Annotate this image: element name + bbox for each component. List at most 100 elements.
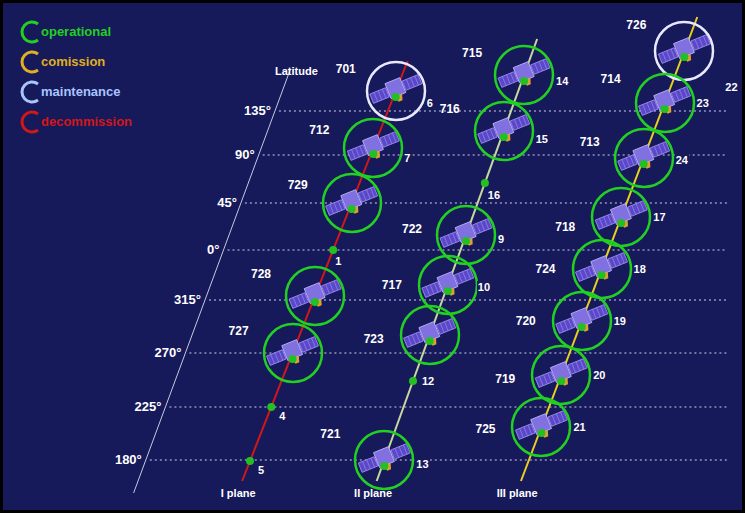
status-ring	[323, 174, 381, 232]
satellite-id: 724	[536, 262, 556, 276]
slot-dot	[311, 298, 319, 306]
satellite-icon	[594, 197, 650, 237]
legend-swatch-box	[17, 19, 43, 45]
slot-dot	[329, 246, 337, 254]
status-ring	[553, 292, 611, 350]
satellite-icon	[574, 249, 630, 289]
slot-number: 20	[592, 369, 606, 381]
status-ring	[615, 129, 673, 187]
legend-swatch	[22, 52, 38, 72]
status-ring	[495, 46, 553, 104]
satellite-icon	[368, 71, 424, 111]
satellite-circle: 723	[399, 304, 461, 366]
satellite-icon	[616, 138, 672, 178]
legend-swatch-box	[17, 109, 43, 135]
satellite-circle: 728	[284, 265, 346, 327]
satellite-icon	[265, 333, 321, 373]
plane-label: II plane	[354, 487, 392, 499]
slot-dot	[500, 133, 508, 141]
slot-dot	[617, 219, 625, 227]
circle-outline	[262, 322, 324, 384]
satellite-icon	[402, 315, 458, 355]
status-ring	[367, 62, 425, 120]
circle-outline	[613, 127, 675, 189]
circle-outline	[353, 429, 415, 491]
status-ring	[512, 398, 570, 456]
satellite-circle: 72019	[551, 290, 613, 352]
satellite-id: 701	[336, 62, 356, 76]
satellite-id: 727	[229, 324, 249, 338]
circle-outline	[342, 117, 404, 179]
circle-outline	[590, 186, 652, 248]
slot-dot	[267, 403, 275, 411]
satellite-icon	[357, 440, 413, 480]
satellite-id: 719	[495, 372, 515, 386]
satellite-id: 718	[555, 220, 575, 234]
satellite-icon	[514, 407, 570, 447]
satellite-circle: 71514	[493, 44, 555, 106]
legend-swatch	[22, 112, 38, 132]
circle-outline	[571, 238, 633, 300]
satellite-id: 713	[580, 135, 600, 149]
satellite-id: 721	[320, 427, 340, 441]
slot-number: 18	[633, 263, 647, 275]
orbit-plane-line	[521, 17, 697, 481]
slot-dot	[578, 323, 586, 331]
status-ring	[573, 240, 631, 298]
slot-number: 17	[652, 211, 666, 223]
status-ring	[344, 119, 402, 177]
slot-number: 9	[497, 233, 505, 245]
latitude-line	[189, 352, 727, 353]
slot-number: 4	[278, 410, 286, 422]
satellite-id: 717	[382, 278, 402, 292]
satellite-circle: 729	[321, 172, 383, 234]
slot-dot	[348, 205, 356, 213]
latitude-label: 315°	[174, 292, 201, 307]
circle-outline	[493, 44, 555, 106]
slot-dot	[369, 150, 377, 158]
satellite-id: 725	[475, 422, 495, 436]
slot-number: 16	[487, 189, 501, 201]
axis-title: Latitude	[275, 65, 318, 77]
satellite-id: 728	[251, 267, 271, 281]
slot-number: 10	[477, 281, 491, 293]
slot-dot	[392, 93, 400, 101]
latitude-label: 45°	[217, 195, 237, 210]
satellite-icon	[420, 265, 476, 305]
satellite-id: 729	[288, 178, 308, 192]
satellite-icon	[534, 355, 590, 395]
satellite-circle: 71615	[473, 100, 535, 162]
legend-text: decommission	[41, 114, 132, 129]
legend-text: operational	[41, 24, 111, 39]
slot-number: 15	[535, 133, 549, 145]
status-ring	[286, 267, 344, 325]
legend-text: maintenance	[41, 84, 120, 99]
status-ring	[636, 74, 694, 132]
satellite-id: 723	[364, 332, 384, 346]
satellite-circle: 72622	[653, 20, 715, 82]
status-ring	[264, 324, 322, 382]
satellite-icon	[324, 183, 380, 223]
circle-outline	[653, 20, 715, 82]
orbit-plane-line	[242, 61, 407, 481]
slot-dot	[598, 271, 606, 279]
satellite-circle: 71423	[634, 72, 696, 134]
slot-number: 14	[555, 75, 569, 87]
circle-outline	[284, 265, 346, 327]
latitude-line	[228, 249, 727, 250]
slot-dot	[537, 429, 545, 437]
satellite-id: 726	[626, 18, 646, 32]
plane-label: III plane	[497, 487, 538, 499]
legend-text: comission	[41, 54, 105, 69]
satellite-id: 716	[440, 102, 460, 116]
slot-dot	[426, 337, 434, 345]
satellite-circle: 72521	[510, 396, 572, 458]
circle-outline	[510, 396, 572, 458]
satellite-circle: 71817	[590, 186, 652, 248]
satellite-id: 712	[309, 123, 329, 137]
satellite-circle: 71920	[530, 344, 592, 406]
slot-dot	[520, 77, 528, 85]
slot-dot	[462, 237, 470, 245]
satellite-circle: 7127	[342, 117, 404, 179]
circle-outline	[321, 172, 383, 234]
